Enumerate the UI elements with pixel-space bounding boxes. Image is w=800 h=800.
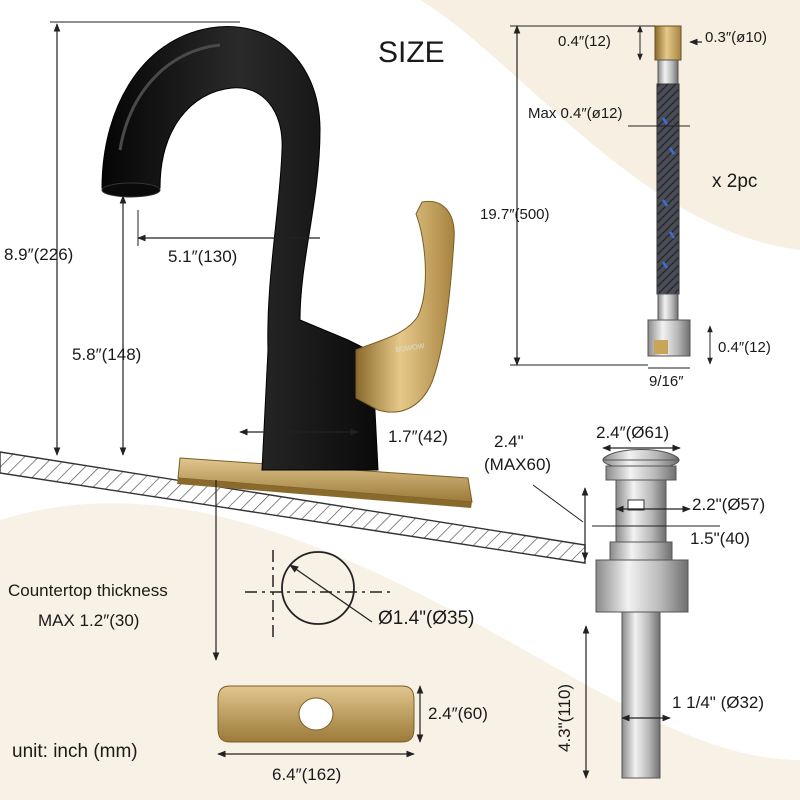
spout-reach-label: 5.1″(130) xyxy=(168,247,238,266)
drain-cap-dome xyxy=(602,449,680,461)
spout-highlight xyxy=(118,43,221,151)
drain-washer xyxy=(609,541,673,561)
hole-dim-line xyxy=(289,564,373,623)
drain-range-label-1: 2.4" xyxy=(494,432,524,451)
unit-note: unit: inch (mm) xyxy=(12,741,138,762)
spout-outlet xyxy=(101,182,161,198)
countertop-section xyxy=(0,451,586,564)
hose-braid xyxy=(656,83,680,295)
drain-range-label-2: (MAX60) xyxy=(484,455,552,474)
drain-flange xyxy=(605,465,677,481)
hole-diameter-label: Ø1.4"(Ø35) xyxy=(378,608,475,629)
drain-tail-diameter-label: 1 1/4" (Ø32) xyxy=(672,693,765,712)
hose-nut-height-label: 0.4″(12) xyxy=(558,33,611,50)
base-diameter-label: 1.7″(42) xyxy=(388,427,448,446)
drain-body xyxy=(615,479,667,543)
hose-top-fitting xyxy=(654,25,682,61)
handle-lever xyxy=(355,200,455,413)
drain-tailpiece xyxy=(621,611,661,779)
hose-top-collar xyxy=(657,59,679,85)
drain-nut xyxy=(595,559,689,613)
hose-bottom-collar xyxy=(657,293,679,321)
hose-bottom-nut-label: 0.4″(12) xyxy=(718,339,771,356)
plate-hole xyxy=(298,697,334,731)
countertop-thickness-label-1: Countertop thickness xyxy=(8,581,168,600)
countertop-thickness-label-2: MAX 1.2″(30) xyxy=(38,611,140,630)
hose-quantity-label: x 2pc xyxy=(712,171,758,192)
faucet-body xyxy=(101,26,379,471)
hose-thread-label: 9/16″ xyxy=(649,373,684,390)
hose-blue-marks xyxy=(661,117,676,269)
spout-height-label: 5.8″(148) xyxy=(72,345,142,364)
hose-tip-diameter-label: 0.3″(ø10) xyxy=(705,29,767,46)
size-title: SIZE xyxy=(378,36,445,69)
hose-nut-thread xyxy=(654,340,668,354)
drain-tail-length-label: 4.3"(110) xyxy=(555,683,574,752)
drain-body-height-label: 1.5"(40) xyxy=(690,529,750,548)
plate-height-label: 2.4″(60) xyxy=(428,704,488,723)
deck-plate-edge xyxy=(177,478,472,508)
drain-cap-diameter-label: 2.4″(Ø61) xyxy=(596,423,670,442)
plate-width-label: 6.4″(162) xyxy=(272,765,342,784)
hose-length-label: 19.7″(500) xyxy=(480,206,550,223)
brand-mark: BOWOW xyxy=(395,343,425,354)
drain-body-diameter-label: 2.2"(Ø57) xyxy=(692,495,766,514)
hose-max-diameter-label: Max 0.4″(ø12) xyxy=(528,105,623,122)
drain-range-leader xyxy=(532,484,584,523)
faucet-height-label: 8.9″(226) xyxy=(4,245,74,264)
hole-circle xyxy=(281,551,355,625)
background-swoosh-bottom xyxy=(0,503,800,800)
